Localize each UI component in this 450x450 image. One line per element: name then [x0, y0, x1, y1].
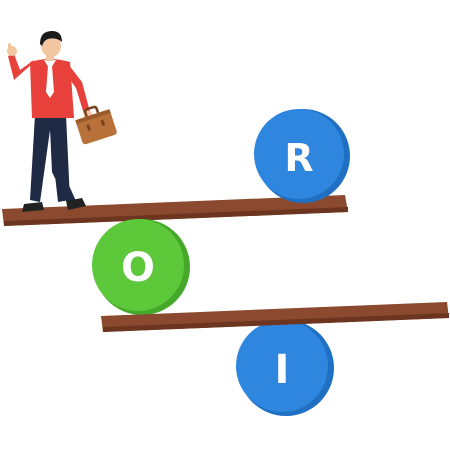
ball-r: R	[254, 109, 350, 203]
top-plank	[2, 195, 348, 226]
briefcase-icon	[75, 105, 117, 145]
bottom-plank	[101, 302, 449, 332]
ball-o: O	[92, 219, 190, 315]
ball-i: I	[236, 320, 334, 416]
ball-r-letter: R	[284, 136, 313, 180]
ball-o-letter: O	[121, 245, 155, 291]
ball-i-letter: I	[275, 347, 290, 393]
businessman-figure	[7, 31, 93, 212]
